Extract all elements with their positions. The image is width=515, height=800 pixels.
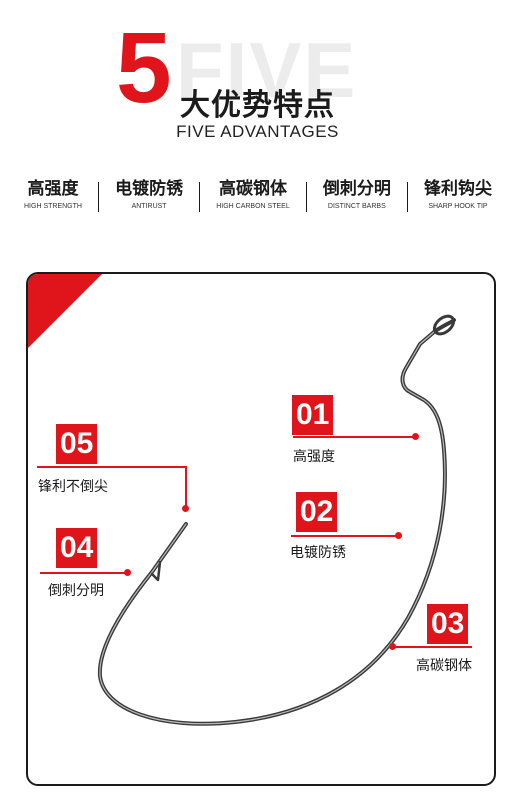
hook-eye [432,314,456,336]
callout-03-label: 高碳钢体 [416,658,472,674]
callout-05-label: 锋利不倒尖 [38,479,108,495]
corner-triangle [28,274,102,348]
advantage-item: 高强度 HIGH STRENGTH [18,178,88,218]
callout-03-badge: 03 [427,604,469,644]
product-panel [26,272,496,786]
page-subtitle: FIVE ADVANTAGES [176,122,339,141]
advantage-title: 高碳钢体 [218,179,287,199]
callout-05-badge: 05 [56,424,98,464]
page-title: 大优势特点 [180,88,335,123]
callout-04-badge: 04 [56,528,98,568]
ghost-heading-text: FIVE [176,26,358,114]
advantage-title: 倒刺分明 [322,179,391,199]
callout-03-line [392,646,472,648]
advantages-row: 高强度 HIGH STRENGTH 电镀防锈 ANTIRUST 高碳钢体 HIG… [18,178,498,218]
callout-02-line [291,535,399,537]
callout-01-badge: 01 [292,395,334,435]
advantage-title: 锋利钩尖 [423,179,492,199]
divider [305,182,307,212]
callout-05-dot [182,505,189,512]
advantage-subtitle: SHARP HOOK TIP [428,203,488,210]
callout-04-label: 倒刺分明 [48,583,104,599]
callout-05-line [37,466,187,468]
callout-02-dot [395,532,402,539]
callout-04-line [40,572,128,574]
heading-number: 5 [116,12,172,124]
callout-02-label: 电镀防锈 [290,545,346,561]
callout-03-dot [389,643,396,650]
advantage-item: 锋利钩尖 SHARP HOOK TIP [418,178,498,218]
advantage-title: 电镀防锈 [115,179,184,199]
divider [98,182,100,212]
advantage-item: 倒刺分明 DISTINCT BARBS [317,178,397,218]
divider [199,182,201,212]
hook-body [97,318,456,726]
callout-02-badge: 02 [296,492,338,532]
hook-barb [150,560,162,582]
callout-01-label: 高强度 [293,449,335,465]
callout-04-dot [124,569,131,576]
advantage-item: 电镀防锈 ANTIRUST [109,178,189,218]
advantage-subtitle: DISTINCT BARBS [327,203,386,210]
callout-05-connector [185,466,187,508]
divider [406,182,408,212]
advantage-subtitle: HIGH CARBON STEEL [216,203,290,210]
advantage-item: 高碳钢体 HIGH CARBON STEEL [210,178,296,218]
callout-01-line [293,436,415,438]
advantage-subtitle: ANTIRUST [131,203,167,210]
callout-01-dot [412,433,419,440]
advantage-title: 高强度 [27,179,79,199]
advantage-subtitle: HIGH STRENGTH [24,203,82,210]
